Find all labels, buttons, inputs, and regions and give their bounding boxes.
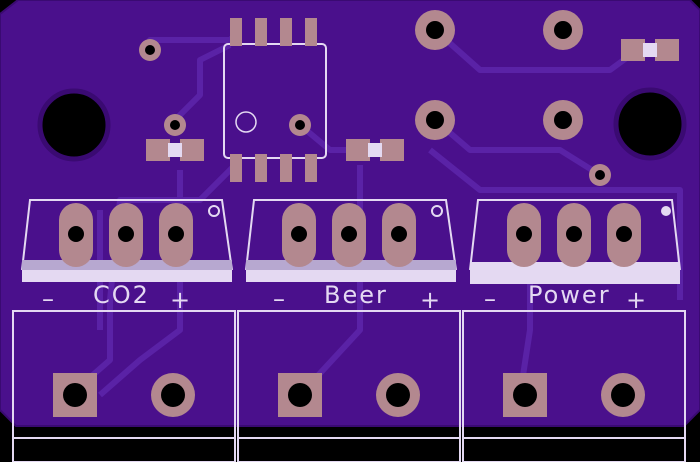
ic-pads <box>230 18 317 182</box>
ic-pin1-marker <box>235 111 257 133</box>
smd-resistor <box>146 139 204 161</box>
smd-components <box>146 39 679 161</box>
ic-chip <box>223 18 327 182</box>
power-label: Power <box>528 281 611 309</box>
power-minus-label: – <box>484 285 498 313</box>
beer-minus-label: – <box>273 285 287 313</box>
smd-resistor <box>621 39 679 61</box>
co2-minus-label: – <box>42 285 56 313</box>
beer-plus-label: + <box>420 286 443 314</box>
tht-pads <box>415 10 583 140</box>
ic-outline <box>223 43 327 159</box>
terminal-pads <box>53 373 645 417</box>
mounting-hole-right <box>613 87 687 161</box>
vias <box>139 39 611 186</box>
power-plus-label: + <box>626 286 649 314</box>
co2-plus-label: + <box>170 286 193 314</box>
screw-terminals <box>12 310 686 462</box>
header-co2 <box>21 199 233 282</box>
mounting-holes <box>37 87 687 162</box>
header-beer <box>245 199 457 282</box>
co2-label: CO2 <box>93 281 150 309</box>
beer-label: Beer <box>324 281 388 309</box>
mounting-hole-left <box>37 88 111 162</box>
header-power <box>469 199 681 284</box>
smd-resistor <box>346 139 404 161</box>
